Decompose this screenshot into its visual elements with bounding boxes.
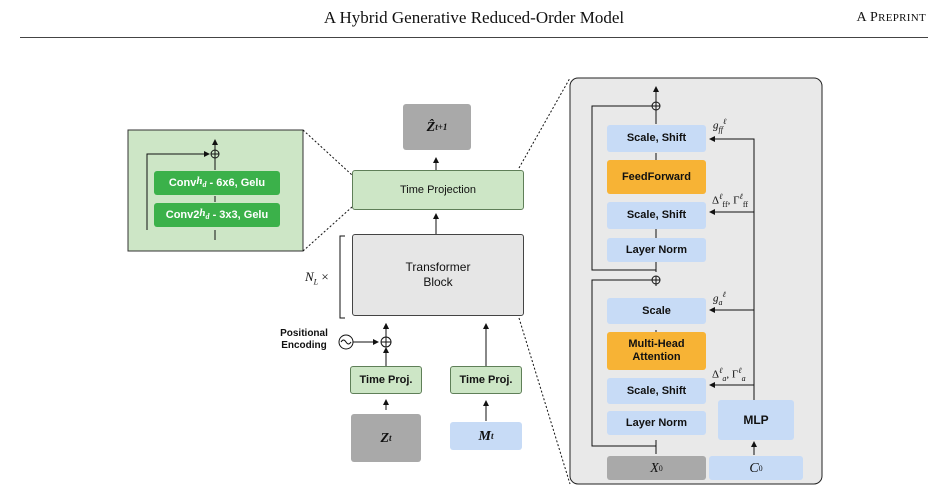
scale-block: Scale	[607, 298, 706, 324]
time-projection-block: Time Projection	[352, 170, 524, 210]
scale-shift-bottom: Scale, Shift	[607, 378, 706, 404]
preprint-label: A PREPRINT	[856, 10, 926, 25]
layer-norm-bottom: Layer Norm	[607, 411, 706, 435]
mlp-block: MLP	[718, 400, 794, 440]
header-rule	[20, 37, 928, 38]
layer-repeat-label: NL ×	[305, 269, 329, 287]
time-proj-left-block: Time Proj.	[350, 366, 422, 394]
layer-norm-top: Layer Norm	[607, 238, 706, 262]
delta-a-label: Δℓa, Γℓa	[712, 366, 746, 383]
delta-ff-label: Δℓff, Γℓff	[712, 192, 748, 209]
time-proj-right-block: Time Proj.	[450, 366, 522, 394]
scale-shift-mid: Scale, Shift	[607, 202, 706, 229]
feedforward-block: FeedForward	[607, 160, 706, 194]
paper-title: A Hybrid Generative Reduced-Order Model	[323, 8, 625, 27]
g-ff-label: gffℓ	[713, 117, 727, 134]
scale-shift-top: Scale, Shift	[607, 125, 706, 152]
g-a-label: gaℓ	[713, 290, 726, 307]
